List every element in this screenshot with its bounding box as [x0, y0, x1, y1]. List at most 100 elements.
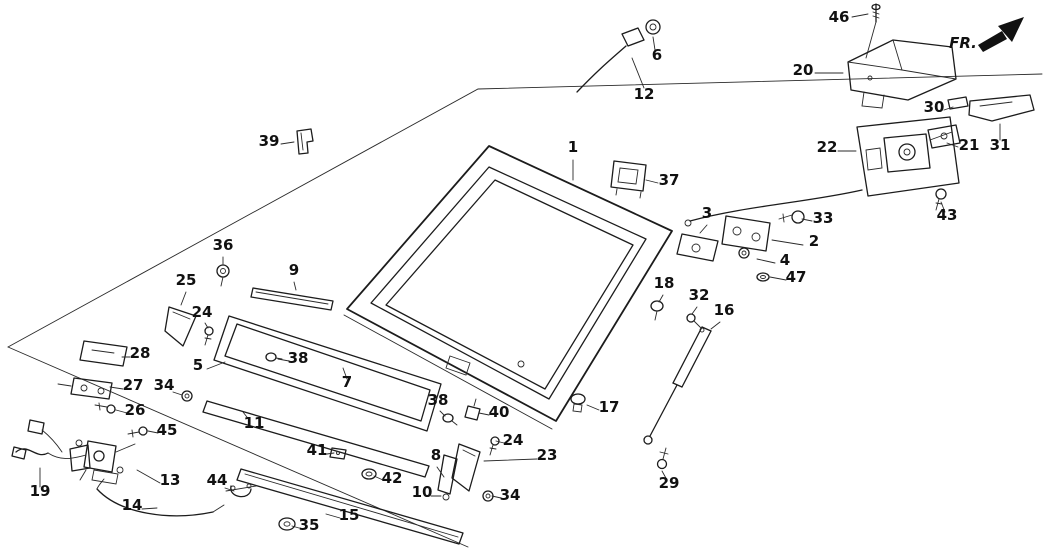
plate-30: [947, 96, 969, 110]
part-label-13: 13: [160, 471, 181, 489]
clip-40: [464, 398, 481, 421]
part-label-34a: 34: [154, 376, 175, 394]
part-label-36: 36: [213, 236, 234, 254]
hinge-plate-3: [676, 233, 719, 262]
part-label-10: 10: [412, 483, 433, 501]
corner-garnish-23: [451, 443, 481, 492]
grommet-36: [216, 264, 230, 287]
nuts-4: [738, 247, 750, 259]
diagram-border-lines: [7, 73, 1043, 548]
bolt-29: [656, 447, 669, 470]
part-label-26: 26: [125, 401, 146, 419]
part-label-30: 30: [924, 98, 945, 116]
stay-grommet-18: [650, 300, 664, 321]
part-label-1: 1: [568, 138, 578, 156]
part-label-11: 11: [244, 414, 265, 432]
lower-strip-15: [236, 468, 464, 545]
part-label-19: 19: [30, 482, 51, 500]
part-label-47: 47: [786, 268, 807, 286]
lock-rod-14: [96, 478, 225, 517]
clip-39: [296, 128, 314, 155]
part-label-17: 17: [599, 398, 620, 416]
part-label-8: 8: [431, 446, 441, 464]
part-label-32: 32: [689, 286, 710, 304]
part-label-40: 40: [489, 403, 510, 421]
part-label-22: 22: [817, 138, 838, 156]
part-label-12: 12: [634, 85, 655, 103]
part-label-31: 31: [990, 136, 1011, 154]
bracket-28: [79, 340, 128, 367]
part-label-25: 25: [176, 271, 197, 289]
clip-41: [329, 447, 347, 460]
tailgate-panel: [343, 145, 673, 430]
part-label-2: 2: [809, 232, 819, 250]
part-label-27: 27: [123, 376, 144, 394]
hinge-2: [721, 215, 771, 252]
part-label-45: 45: [157, 421, 178, 439]
fr-direction-arrow: [978, 17, 1024, 52]
wire-harness-19: [11, 419, 87, 460]
end-piece-8: [437, 454, 458, 495]
clip-38-left: [265, 352, 283, 362]
bolt-26: [94, 402, 116, 414]
license-garnish-frame-5-7: [213, 315, 442, 432]
part-label-29: 29: [659, 474, 680, 492]
part-label-24: 24: [192, 303, 213, 321]
screw-24-right: [489, 436, 500, 456]
part-label-7: 7: [342, 373, 352, 391]
washer-tube: [576, 19, 661, 93]
part-label-44: 44: [207, 471, 228, 489]
screw-45: [127, 426, 148, 438]
grommet-35: [278, 517, 296, 531]
lock-assembly-13: [69, 439, 136, 485]
nut-34-right: [482, 490, 494, 502]
hinge-27: [57, 377, 113, 400]
part-label-38b: 38: [428, 391, 449, 409]
grommet-42: [361, 468, 377, 480]
part-label-23: 23: [537, 446, 558, 464]
part-label-37: 37: [659, 171, 680, 189]
molding-strip-9: [250, 287, 334, 311]
part-label-3: 3: [702, 204, 712, 222]
part-label-41: 41: [307, 441, 328, 459]
part-label-39: 39: [259, 132, 280, 150]
part-label-46: 46: [829, 8, 850, 26]
part-label-21: 21: [959, 136, 980, 154]
plate-31: [968, 94, 1035, 122]
part-label-38a: 38: [288, 349, 309, 367]
nut-34-left: [181, 390, 193, 402]
bolt-43: [935, 188, 947, 211]
lower-strip-11: [202, 400, 430, 478]
washer-47: [756, 272, 770, 282]
part-labels: 46 6 12 20 30 39 1 37 22 21 31 43 33 3 2…: [30, 8, 1011, 534]
part-label-33: 33: [813, 209, 834, 227]
striker-assembly: [610, 160, 647, 199]
part-label-24b: 24: [503, 431, 524, 449]
leader-lines: [39, 13, 1001, 529]
tailgate-garnish: [847, 39, 957, 109]
part-label-5: 5: [193, 356, 203, 374]
part-label-18: 18: [654, 274, 675, 292]
latch-assembly: [684, 116, 960, 227]
latch-bracket-21: [927, 124, 961, 149]
bolt-33: [778, 210, 805, 224]
part-label-35: 35: [299, 516, 320, 534]
part-label-15: 15: [339, 506, 360, 524]
striker-44: [225, 483, 257, 498]
clip-38-right: [442, 413, 458, 426]
screw-24-left: [204, 326, 214, 346]
part-label-28: 28: [130, 344, 151, 362]
part-label-14: 14: [122, 496, 143, 514]
part-label-4: 4: [780, 251, 790, 269]
grommet-17: [570, 393, 586, 413]
gas-stay-16: [643, 326, 712, 445]
corner-garnish-25: [164, 306, 197, 347]
end-clip-10: [442, 493, 450, 501]
part-label-20: 20: [793, 61, 814, 79]
part-label-6: 6: [652, 46, 662, 64]
part-label-42: 42: [382, 469, 403, 487]
part-label-16: 16: [714, 301, 735, 319]
part-label-34c: 34: [500, 486, 521, 504]
